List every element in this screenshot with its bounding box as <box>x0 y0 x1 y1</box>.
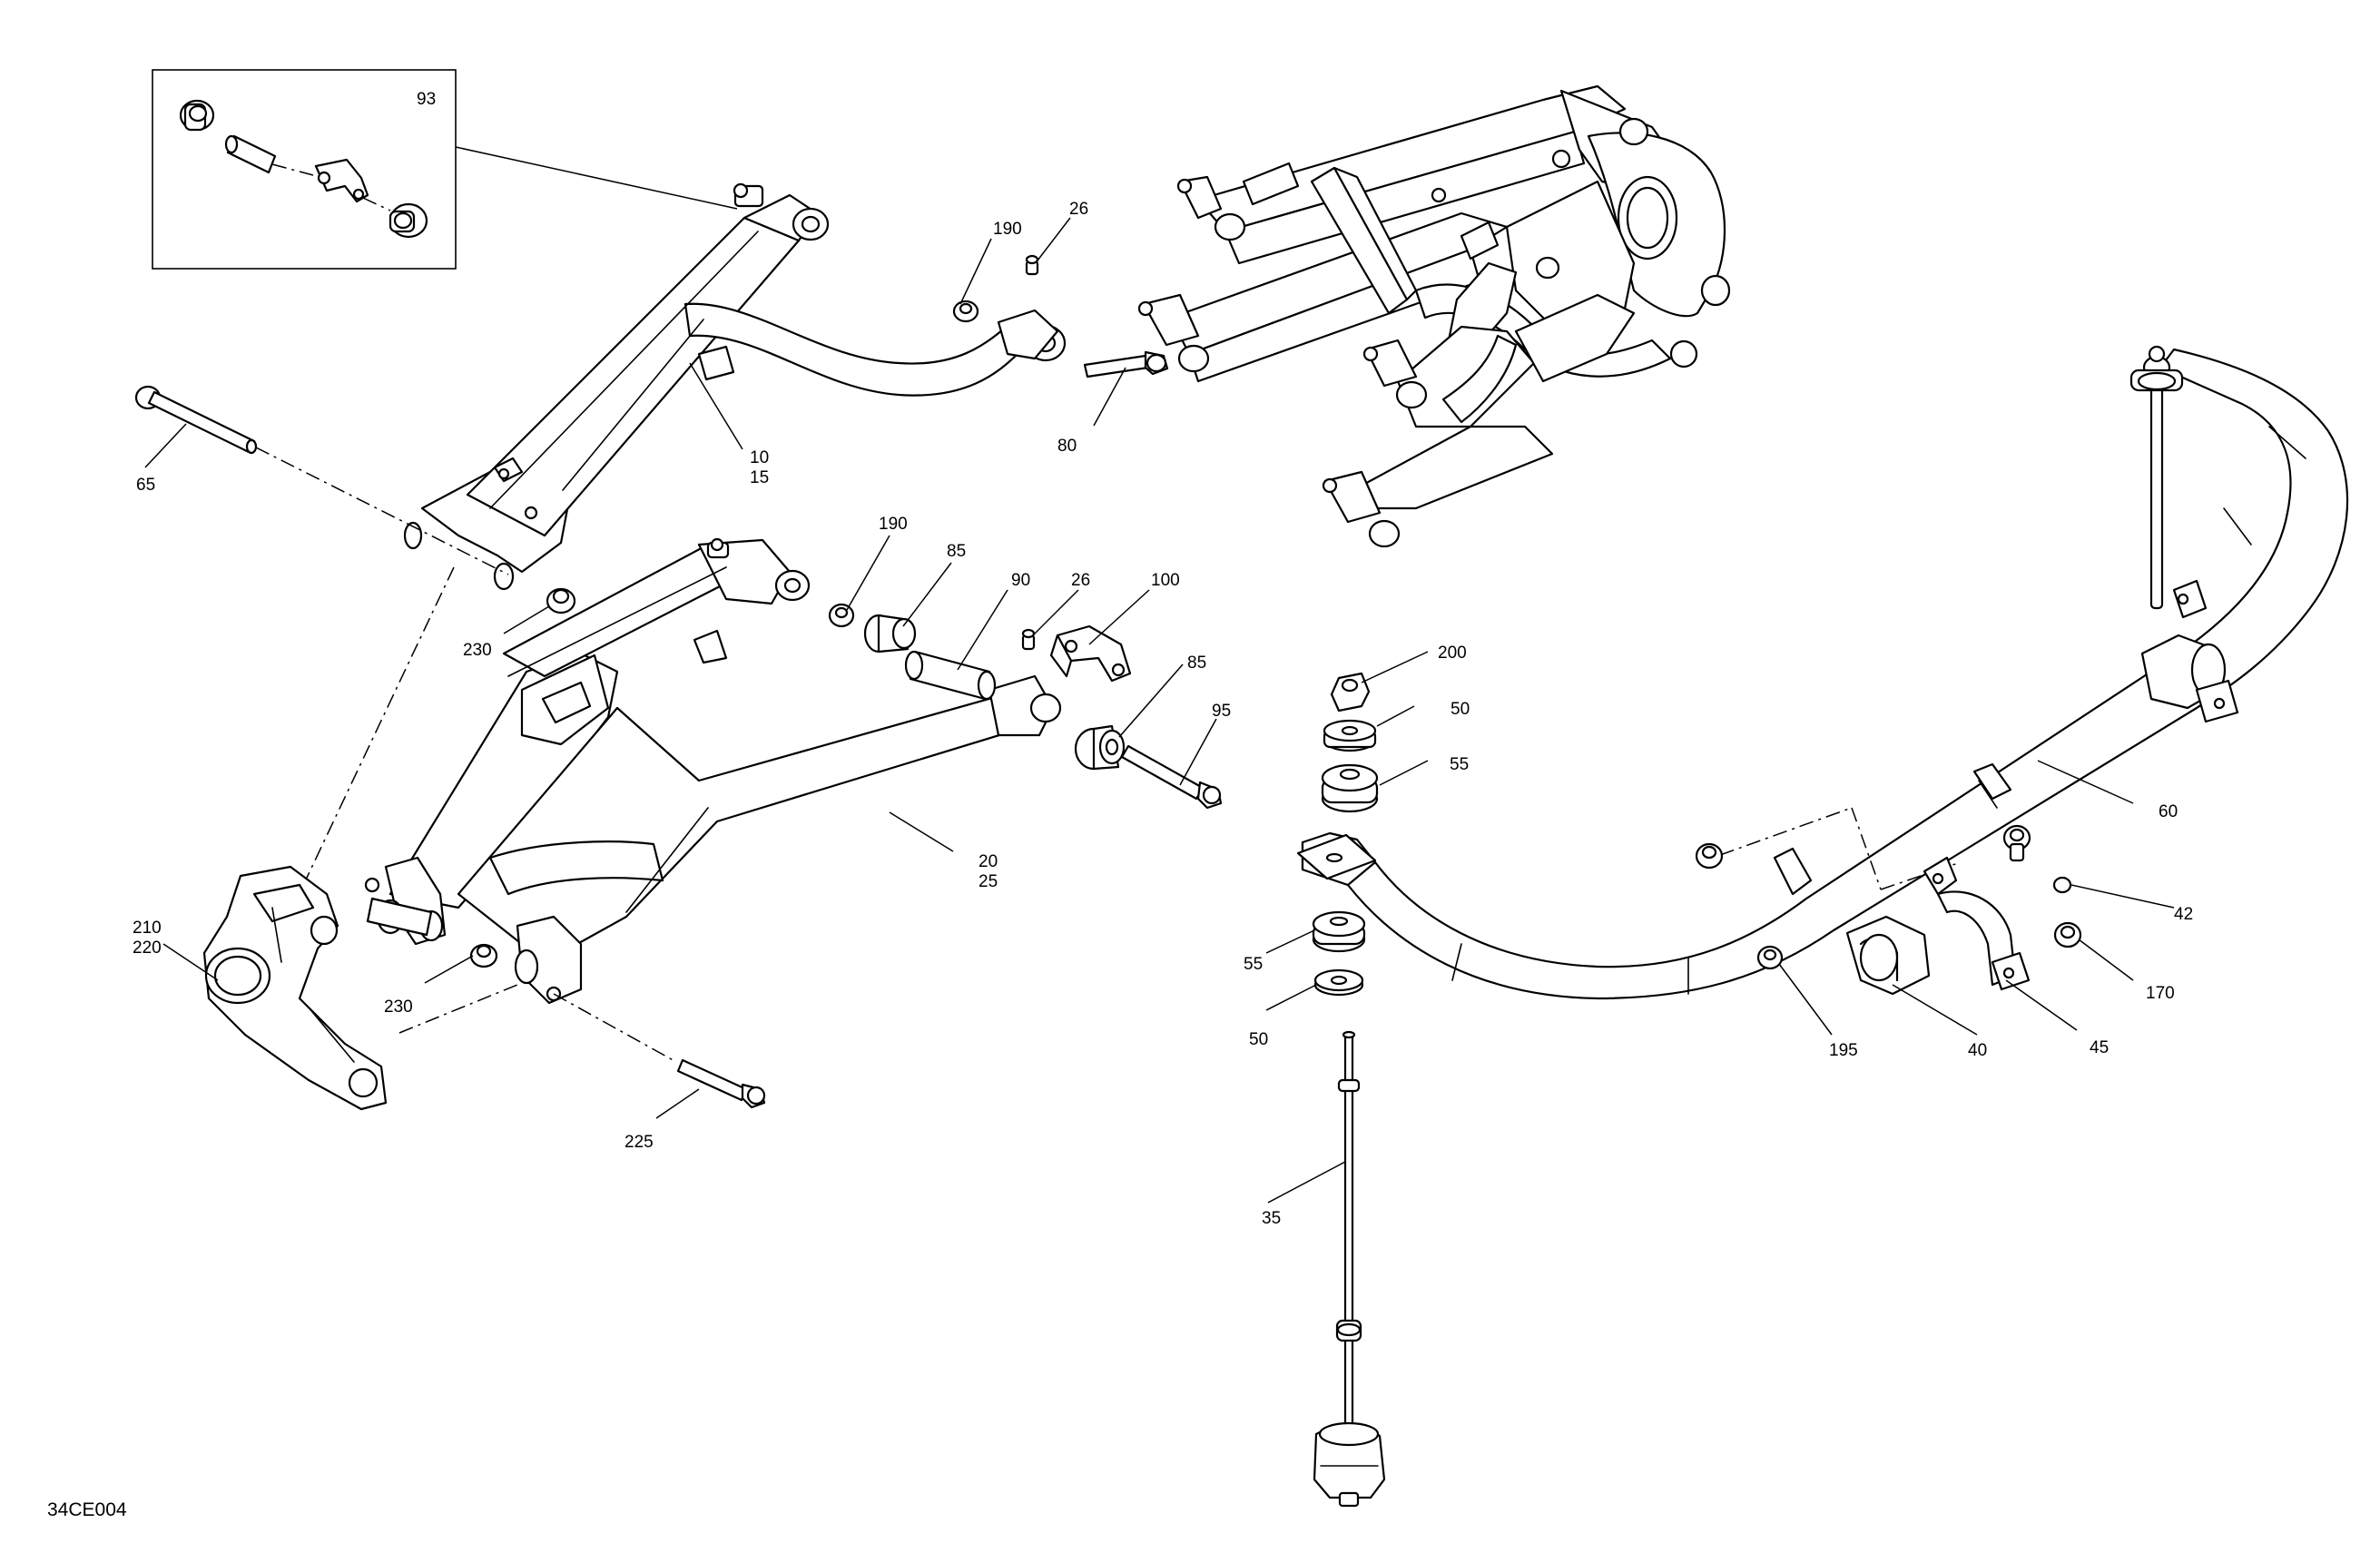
frame-rod-end-3 <box>1362 339 1428 409</box>
lower-arm-rear-bushing <box>988 674 1062 737</box>
bolt-225 <box>676 1058 766 1109</box>
link-rod-35 <box>1335 1030 1362 1427</box>
grease-fitting-42 <box>2052 876 2072 894</box>
callout-65: 65 <box>136 476 155 495</box>
callout-230: 230 <box>384 998 413 1017</box>
grommet-55-bottom <box>1312 910 1366 953</box>
leader-lines <box>144 217 2175 1204</box>
inset-bushing <box>388 202 428 239</box>
link-bushing-bottom <box>1313 1421 1386 1508</box>
nut-195-right <box>1756 945 1784 970</box>
callout-35: 35 <box>1262 1209 1281 1228</box>
rear-frame-assembly <box>1137 84 1731 548</box>
upper-arm-front-bushing <box>733 182 830 241</box>
bolt-170-top <box>2002 824 2031 862</box>
sway-bar-end-link <box>2129 345 2184 610</box>
callout-190: 190 <box>879 515 908 534</box>
washer-50-bottom <box>1313 968 1364 997</box>
upper-arm-rear-bushing <box>997 309 1067 362</box>
spacer-90 <box>904 650 997 701</box>
link-mount-plate <box>1296 833 1377 880</box>
callout-100: 100 <box>1151 571 1180 590</box>
grommet-55-top <box>1321 763 1379 813</box>
nut-200 <box>1330 672 1371 713</box>
callout-95: 95 <box>1212 702 1231 721</box>
upper-a-arm <box>403 182 1067 591</box>
inset-spacer <box>224 134 277 174</box>
bushing-85-rear <box>1074 724 1126 771</box>
callout-190: 190 <box>993 220 1022 239</box>
sway-bar-right-bushing <box>2140 579 2239 723</box>
callout-80: 80 <box>1057 437 1077 456</box>
callout-200: 200 <box>1438 644 1467 663</box>
callout-55: 55 <box>1450 755 1469 774</box>
bushing-40 <box>1845 915 1931 996</box>
frame-rod-end-2 <box>1137 293 1210 373</box>
frame-rod-end-1 <box>1176 175 1246 241</box>
link-stack <box>1312 672 1386 1508</box>
callout-40: 40 <box>1968 1041 1987 1060</box>
callout-230: 230 <box>463 641 492 660</box>
washer-50-top <box>1323 719 1377 752</box>
nut-190-lower <box>828 603 855 628</box>
callout-85: 85 <box>947 542 966 561</box>
callout-170: 170 <box>2146 984 2175 1003</box>
bolt-95 <box>1120 744 1223 810</box>
inset-sleeve-cap <box>179 99 215 132</box>
callout-45: 45 <box>2090 1038 2109 1057</box>
inset-bracket <box>314 158 369 203</box>
lower-arm-front-bracket <box>364 856 447 946</box>
callout-50: 50 <box>1249 1030 1268 1049</box>
callout-93: 93 <box>417 90 436 109</box>
callout-26: 26 <box>1071 571 1090 590</box>
grease-fitting-26-upper <box>1025 254 1039 276</box>
reference-code: 34CE004 <box>47 1499 127 1520</box>
lower-arm-rear-bracket <box>514 915 583 1005</box>
callout-26: 26 <box>1069 200 1088 219</box>
grease-fitting-26-lower <box>1021 628 1036 651</box>
callout-85: 85 <box>1187 654 1206 673</box>
knuckle <box>202 865 388 1111</box>
bolt-170-bottom <box>2053 921 2082 948</box>
bushing-85-front <box>863 614 917 654</box>
callout-50: 50 <box>1451 700 1470 719</box>
callout-55: 55 <box>1244 955 1263 974</box>
clamp-45 <box>1923 856 2031 991</box>
callout-60: 60 <box>2159 802 2178 821</box>
lower-a-arm <box>364 537 1062 1005</box>
frame-rod-end-4 <box>1322 470 1401 548</box>
bushing-kit-inset <box>152 69 738 270</box>
bolt-80 <box>1083 350 1169 378</box>
bracket-100 <box>1049 624 1132 683</box>
nut-230-lower <box>469 943 498 968</box>
bolt-65 <box>134 385 258 455</box>
nut-230-upper <box>546 587 576 614</box>
nut-195-left <box>1695 842 1724 870</box>
callout-42: 42 <box>2174 905 2193 924</box>
callout-225: 225 <box>625 1133 654 1152</box>
callout-195: 195 <box>1829 1041 1858 1060</box>
callout-90: 90 <box>1011 571 1030 590</box>
nut-190-upper <box>952 300 979 323</box>
